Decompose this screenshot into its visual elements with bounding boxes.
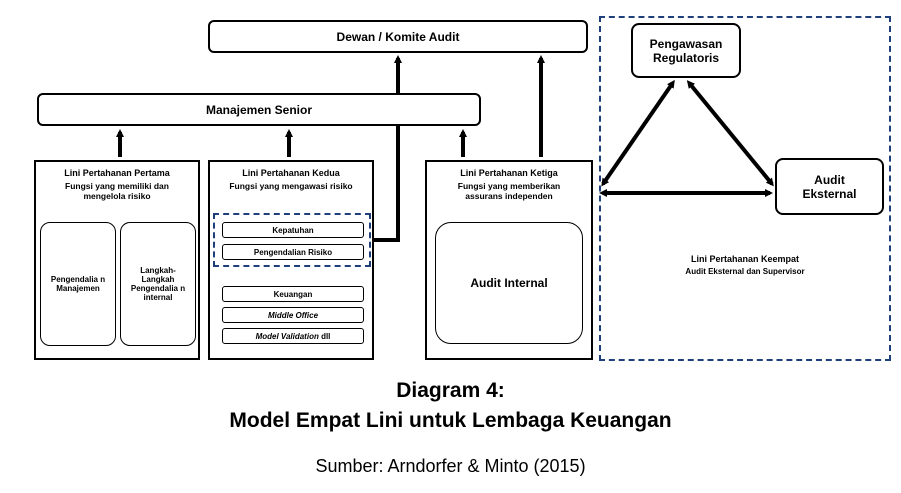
internal-audit-box: Audit Internal (435, 222, 583, 344)
third-line-title: Lini Pertahanan Ketiga (460, 168, 558, 178)
internal-control-box: Langkah-Langkah Pengendalia n internal (120, 222, 196, 346)
first-line-subtitle: Fungsi yang memiliki dan mengelola risik… (65, 181, 169, 201)
second-line-box: Lini Pertahanan Kedua Fungsi yang mengaw… (208, 160, 374, 360)
senior-management-box: Manajemen Senior (37, 93, 481, 126)
second-line-subtitle: Fungsi yang mengawasi risiko (229, 181, 353, 191)
compliance-label: Kepatuhan (272, 225, 314, 235)
third-line-box: Lini Pertahanan Ketiga Fungsi yang membe… (425, 160, 593, 360)
external-audit-box: Audit Eksternal (775, 158, 884, 215)
senior-management-label: Manajemen Senior (205, 102, 313, 117)
board-box: Dewan / Komite Audit (208, 20, 588, 53)
diagram-source: Sumber: Arndorfer & Minto (2015) (315, 456, 586, 476)
model-validation-label: Model Validation (255, 331, 319, 341)
regulator-box: Pengawasan Regulatoris (631, 23, 741, 78)
risk-control-box: Pengendalian Risiko (222, 244, 364, 260)
regulator-label: Pengawasan Regulatoris (649, 36, 723, 65)
arrow-regulator-line3 (601, 79, 675, 187)
first-line-title: Lini Pertahanan Pertama (64, 168, 170, 178)
finance-label: Keuangan (273, 289, 313, 299)
model-validation-suffix: dll (318, 331, 331, 341)
risk-control-label: Pengendalian Risiko (253, 247, 333, 257)
fourth-line-subtitle: Audit Eksternal dan Supervisor (685, 267, 805, 276)
arrow-regulator-external (686, 80, 774, 187)
model-validation-box: Model Validation dll (222, 328, 364, 344)
diagram-number: Diagram 4: (396, 379, 505, 402)
second-line-title: Lini Pertahanan Kedua (242, 168, 340, 178)
middle-office-box: Middle Office (222, 307, 364, 323)
third-line-subtitle: Fungsi yang memberikan assurans independ… (457, 181, 561, 201)
fourth-line-container (599, 16, 891, 361)
middle-office-label: Middle Office (267, 310, 319, 320)
second-line-dashed-group (213, 213, 371, 267)
first-line-box: Lini Pertahanan Pertama Fungsi yang memi… (34, 160, 200, 360)
finance-box: Keuangan (222, 286, 364, 302)
board-label: Dewan / Komite Audit (336, 29, 460, 44)
management-control-box: Pengendalia n Manajemen (40, 222, 116, 346)
internal-audit-label: Audit Internal (470, 276, 548, 290)
compliance-box: Kepatuhan (222, 222, 364, 238)
management-control-label: Pengendalia n Manajemen (50, 275, 106, 293)
external-audit-label: Audit Eksternal (802, 172, 857, 201)
arrow-line2-to-board (371, 55, 402, 242)
internal-control-label: Langkah-Langkah Pengendalia n internal (130, 266, 186, 302)
diagram-title: Model Empat Lini untuk Lembaga Keuangan (229, 409, 672, 432)
fourth-line-title: Lini Pertahanan Keempat (690, 254, 800, 264)
